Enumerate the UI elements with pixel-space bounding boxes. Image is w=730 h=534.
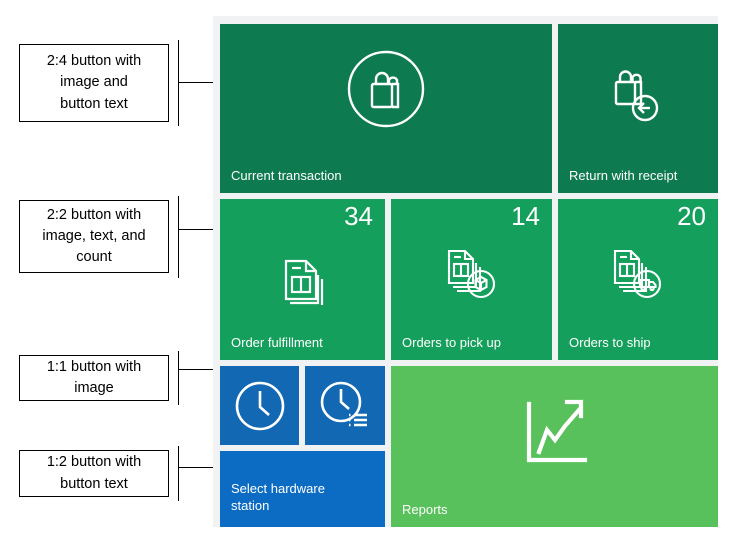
- growth-chart-arrow-icon: [391, 394, 718, 474]
- callout-1x1-text: 1:1 button with image: [46, 358, 142, 396]
- callout-1x2-leader: [178, 467, 222, 469]
- tile-label: Orders to ship: [569, 335, 651, 351]
- callout-1x2-button: 1:2 button with button text: [19, 450, 169, 497]
- callout-2x2-tick: [178, 196, 180, 278]
- documents-with-truck-icon: [558, 243, 718, 305]
- callout-2x2-button: 2:2 button with image, text, and count: [19, 200, 169, 273]
- tile-label: Orders to pick up: [402, 335, 501, 351]
- documents-with-package-check-icon: [391, 243, 552, 305]
- callout-1x1-button: 1:1 button with image: [19, 355, 169, 401]
- callout-1x2-tick: [178, 446, 180, 501]
- callout-1x2-text: 1:2 button with button text: [46, 454, 142, 492]
- callout-1x1-leader: [178, 369, 222, 371]
- tile-return-with-receipt[interactable]: Return with receipt: [558, 24, 718, 193]
- callout-2x4-text: 2:4 button with image and button text: [46, 53, 142, 112]
- clock-icon: [220, 379, 299, 433]
- tile-label: Return with receipt: [569, 168, 678, 184]
- tile-orders-to-ship[interactable]: 20 Orders to ship: [558, 199, 718, 360]
- tile-count: 34: [344, 201, 373, 231]
- tile-label: Reports: [402, 502, 448, 518]
- callout-1x1-tick: [178, 351, 180, 405]
- tile-select-hardware-station[interactable]: Select hardware station: [220, 451, 385, 527]
- tile-reports[interactable]: Reports: [391, 366, 718, 527]
- tile-orders-to-pick-up[interactable]: 14 Orders to pick up: [391, 199, 552, 360]
- callout-2x2-leader: [178, 229, 222, 231]
- tile-open-drawer[interactable]: [220, 366, 299, 445]
- tile-label: Current transaction: [231, 168, 342, 184]
- clock-with-list-icon: [305, 379, 385, 433]
- callout-2x4-leader: [178, 82, 222, 84]
- shopping-bag-in-circle-icon: [220, 48, 552, 130]
- tile-order-fulfillment[interactable]: 34 Order fulfillment: [220, 199, 385, 360]
- tile-time-registration[interactable]: [305, 366, 385, 445]
- tile-label: Select hardware station: [231, 480, 325, 514]
- callout-2x2-text: 2:2 button with image, text, and count: [42, 206, 146, 266]
- tile-current-transaction[interactable]: Current transaction: [220, 24, 552, 193]
- tile-board: Current transaction Return with receipt …: [213, 16, 718, 527]
- shopping-bag-with-back-arrow-icon: [558, 60, 718, 132]
- tile-count: 14: [511, 201, 540, 231]
- stacked-documents-icon: [220, 245, 385, 305]
- tile-label: Order fulfillment: [231, 335, 323, 351]
- callout-2x4-button: 2:4 button with image and button text: [19, 44, 169, 122]
- tile-count: 20: [677, 201, 706, 231]
